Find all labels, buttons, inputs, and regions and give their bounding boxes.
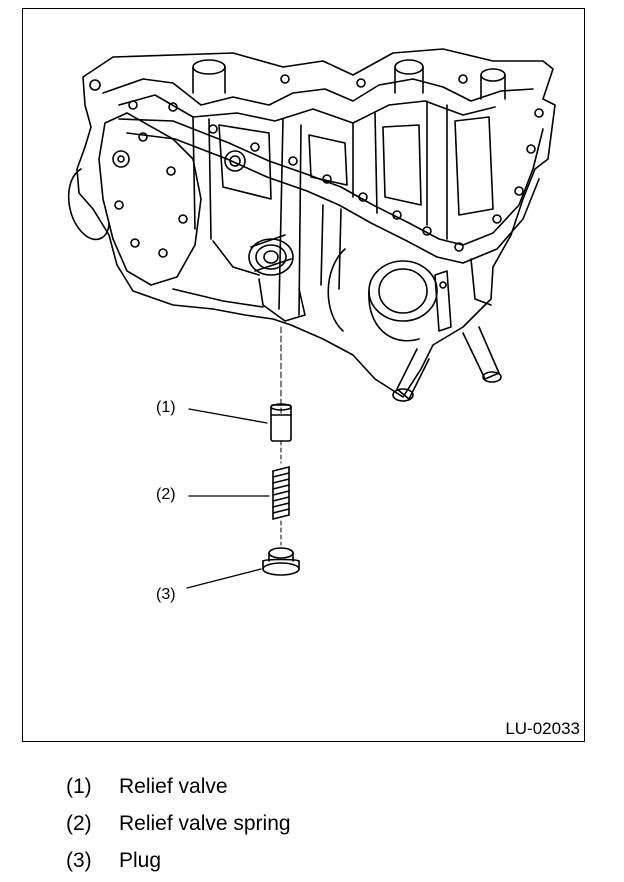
legend-label: Relief valve spring	[119, 812, 291, 835]
legend-number: (3)	[66, 849, 92, 872]
figure-code: LU-02033	[505, 719, 580, 738]
legend-label: Relief valve	[119, 775, 228, 798]
legend-item-relief-valve: (1) Relief valve	[66, 768, 291, 805]
legend-label: Plug	[119, 849, 162, 872]
legend-number: (1)	[66, 775, 92, 798]
legend-item-plug: (3) Plug	[66, 842, 291, 879]
figure-frame: (1) (2) (3) LU-02033	[22, 8, 585, 742]
callout-relief-valve-spring: (2)	[156, 486, 176, 503]
callout-plug: (3)	[156, 586, 176, 603]
legend-item-relief-valve-spring: (2) Relief valve spring	[66, 805, 291, 842]
legend-number: (2)	[66, 812, 92, 835]
parts-legend: (1) Relief valve (2) Relief valve spring…	[66, 768, 291, 879]
callout-relief-valve: (1)	[156, 399, 176, 416]
engine-block-drawing	[67, 48, 556, 589]
